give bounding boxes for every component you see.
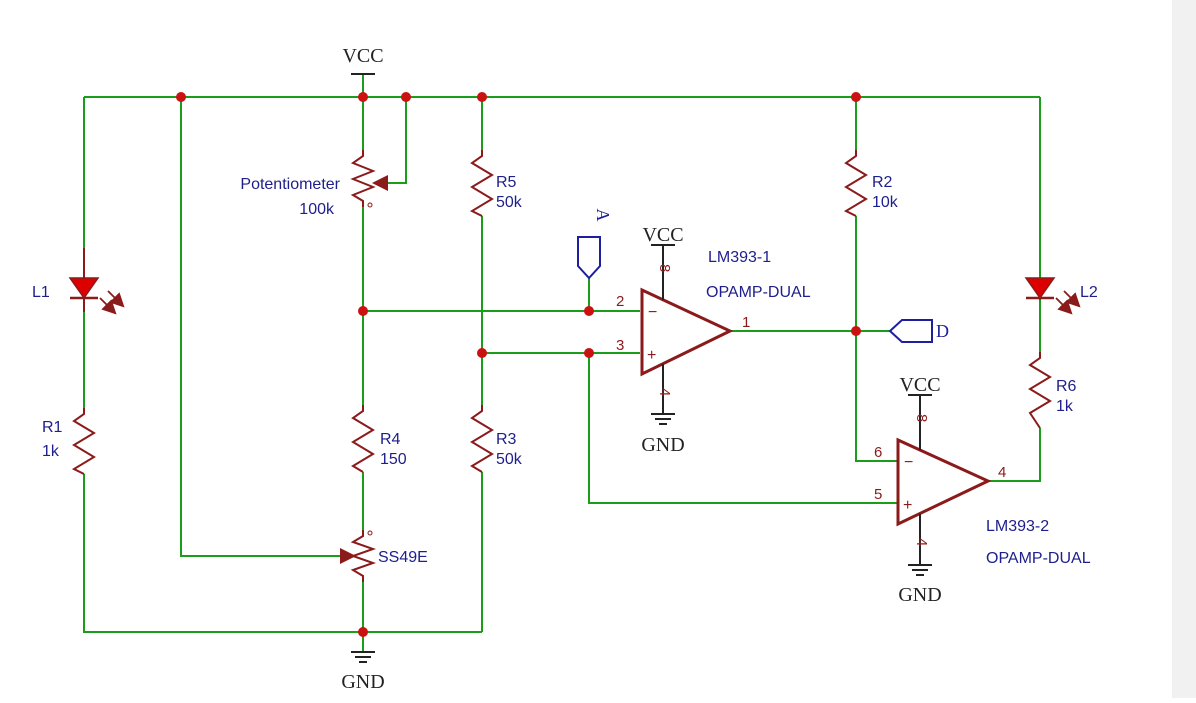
wire-r1-bottom [83,474,482,633]
junction-dot [477,348,487,358]
u1-pin-vcc: 8 [656,264,673,272]
resistor-r4: R4 150 [351,405,407,473]
u2-pin-gnd: 4 [913,538,930,546]
opamp-triangle-icon [896,437,992,527]
junction-dot [358,306,368,316]
junction-dot [851,92,861,102]
opamp-triangle-icon [640,287,734,377]
r4-value: 150 [380,451,407,468]
led-icon [68,277,100,300]
gnd-label: GND [341,671,384,693]
wire-pin3-to-pin5 [588,353,898,504]
u1-type: OPAMP-DUAL [706,284,811,301]
r6-ref: R6 [1056,378,1077,395]
u2-pin-vcc: 8 [913,414,930,422]
opamp-u2: − + VCC GND 6 5 4 8 4 LM393-2 OPAMP-DUAL [874,374,1091,606]
u2-pin-out: 4 [998,464,1006,481]
u1-pin-out: 1 [742,314,750,331]
u1-ref: LM393-1 [708,249,771,266]
junction-dot [851,326,861,336]
u1-minus-sign: − [648,304,657,321]
r6-value: 1k [1056,398,1074,415]
u1-gnd-label: GND [641,434,684,456]
u2-plus-sign: + [903,497,912,514]
port-flag-icon [888,319,933,343]
u2-type: OPAMP-DUAL [986,550,1091,567]
port-flag-icon [577,236,601,280]
resistor-r6: R6 1k [1028,352,1077,429]
junction-dot [401,92,411,102]
r2-value: 10k [872,194,899,211]
r5-value: 50k [496,194,523,211]
u1-vcc-label: VCC [642,224,683,246]
r5-ref: R5 [496,174,517,191]
wire-r2-pin6 [855,216,898,462]
vcc-label: VCC [342,45,383,67]
resistor-r3: R3 50k [470,405,523,473]
gnd-symbol-bottom: GND [341,651,385,693]
u2-ref: LM393-2 [986,518,1049,535]
junction-dot [584,306,594,316]
junctions [176,92,861,637]
junction-dot [358,627,368,637]
port-a-label: A [593,209,613,222]
r4-ref: R4 [380,431,401,448]
sensor-ss49e: SS49E [340,530,428,582]
led-icon [1024,277,1056,300]
pot-ref: Potentiometer [240,176,340,193]
junction-dot [358,92,368,102]
led-l1: L1 [32,248,125,315]
resistor-r5: R5 50k [469,150,523,217]
u2-gnd-label: GND [898,584,941,606]
l1-ref: L1 [32,284,50,301]
wire-u2-output [988,428,1041,482]
junction-dot [176,92,186,102]
port-d: D [888,319,949,343]
wires [83,74,1041,652]
sensor-ref: SS49E [378,549,428,566]
u1-pin-noninv: 3 [616,337,624,354]
page-scrollbar[interactable] [1172,0,1196,698]
vcc-symbol-top: VCC [342,45,384,75]
resistor-r1: R1 1k [42,408,96,475]
led-l2: L2 [1024,277,1098,315]
r3-ref: R3 [496,431,517,448]
resistor-r2: R2 10k [843,150,899,217]
potentiometer: Potentiometer 100k [240,150,388,218]
pot-value: 100k [299,201,335,218]
r1-ref: R1 [42,419,63,436]
wire-pot-wiper-loop [386,97,407,184]
junction-dot [477,92,487,102]
r2-ref: R2 [872,174,893,191]
port-d-label: D [936,321,949,341]
schematic-diagram: VCC GND L1 L2 R1 1k R5 50k R3 [32,45,1098,693]
l2-ref: L2 [1080,284,1098,301]
junction-dot [584,348,594,358]
r1-value: 1k [42,443,60,460]
wire-sensor-control [180,97,356,557]
u2-pin-noninv: 5 [874,486,882,503]
u1-plus-sign: + [647,347,656,364]
u2-pin-inv: 6 [874,444,882,461]
port-a: A [577,209,613,280]
u2-minus-sign: − [904,454,913,471]
opamp-u1: − + VCC GND 2 3 1 8 4 LM393-1 OPAMP-DUAL [616,224,811,456]
u1-pin-gnd: 4 [656,388,673,396]
u2-vcc-label: VCC [899,374,940,396]
r3-value: 50k [496,451,523,468]
u1-pin-inv: 2 [616,293,624,310]
